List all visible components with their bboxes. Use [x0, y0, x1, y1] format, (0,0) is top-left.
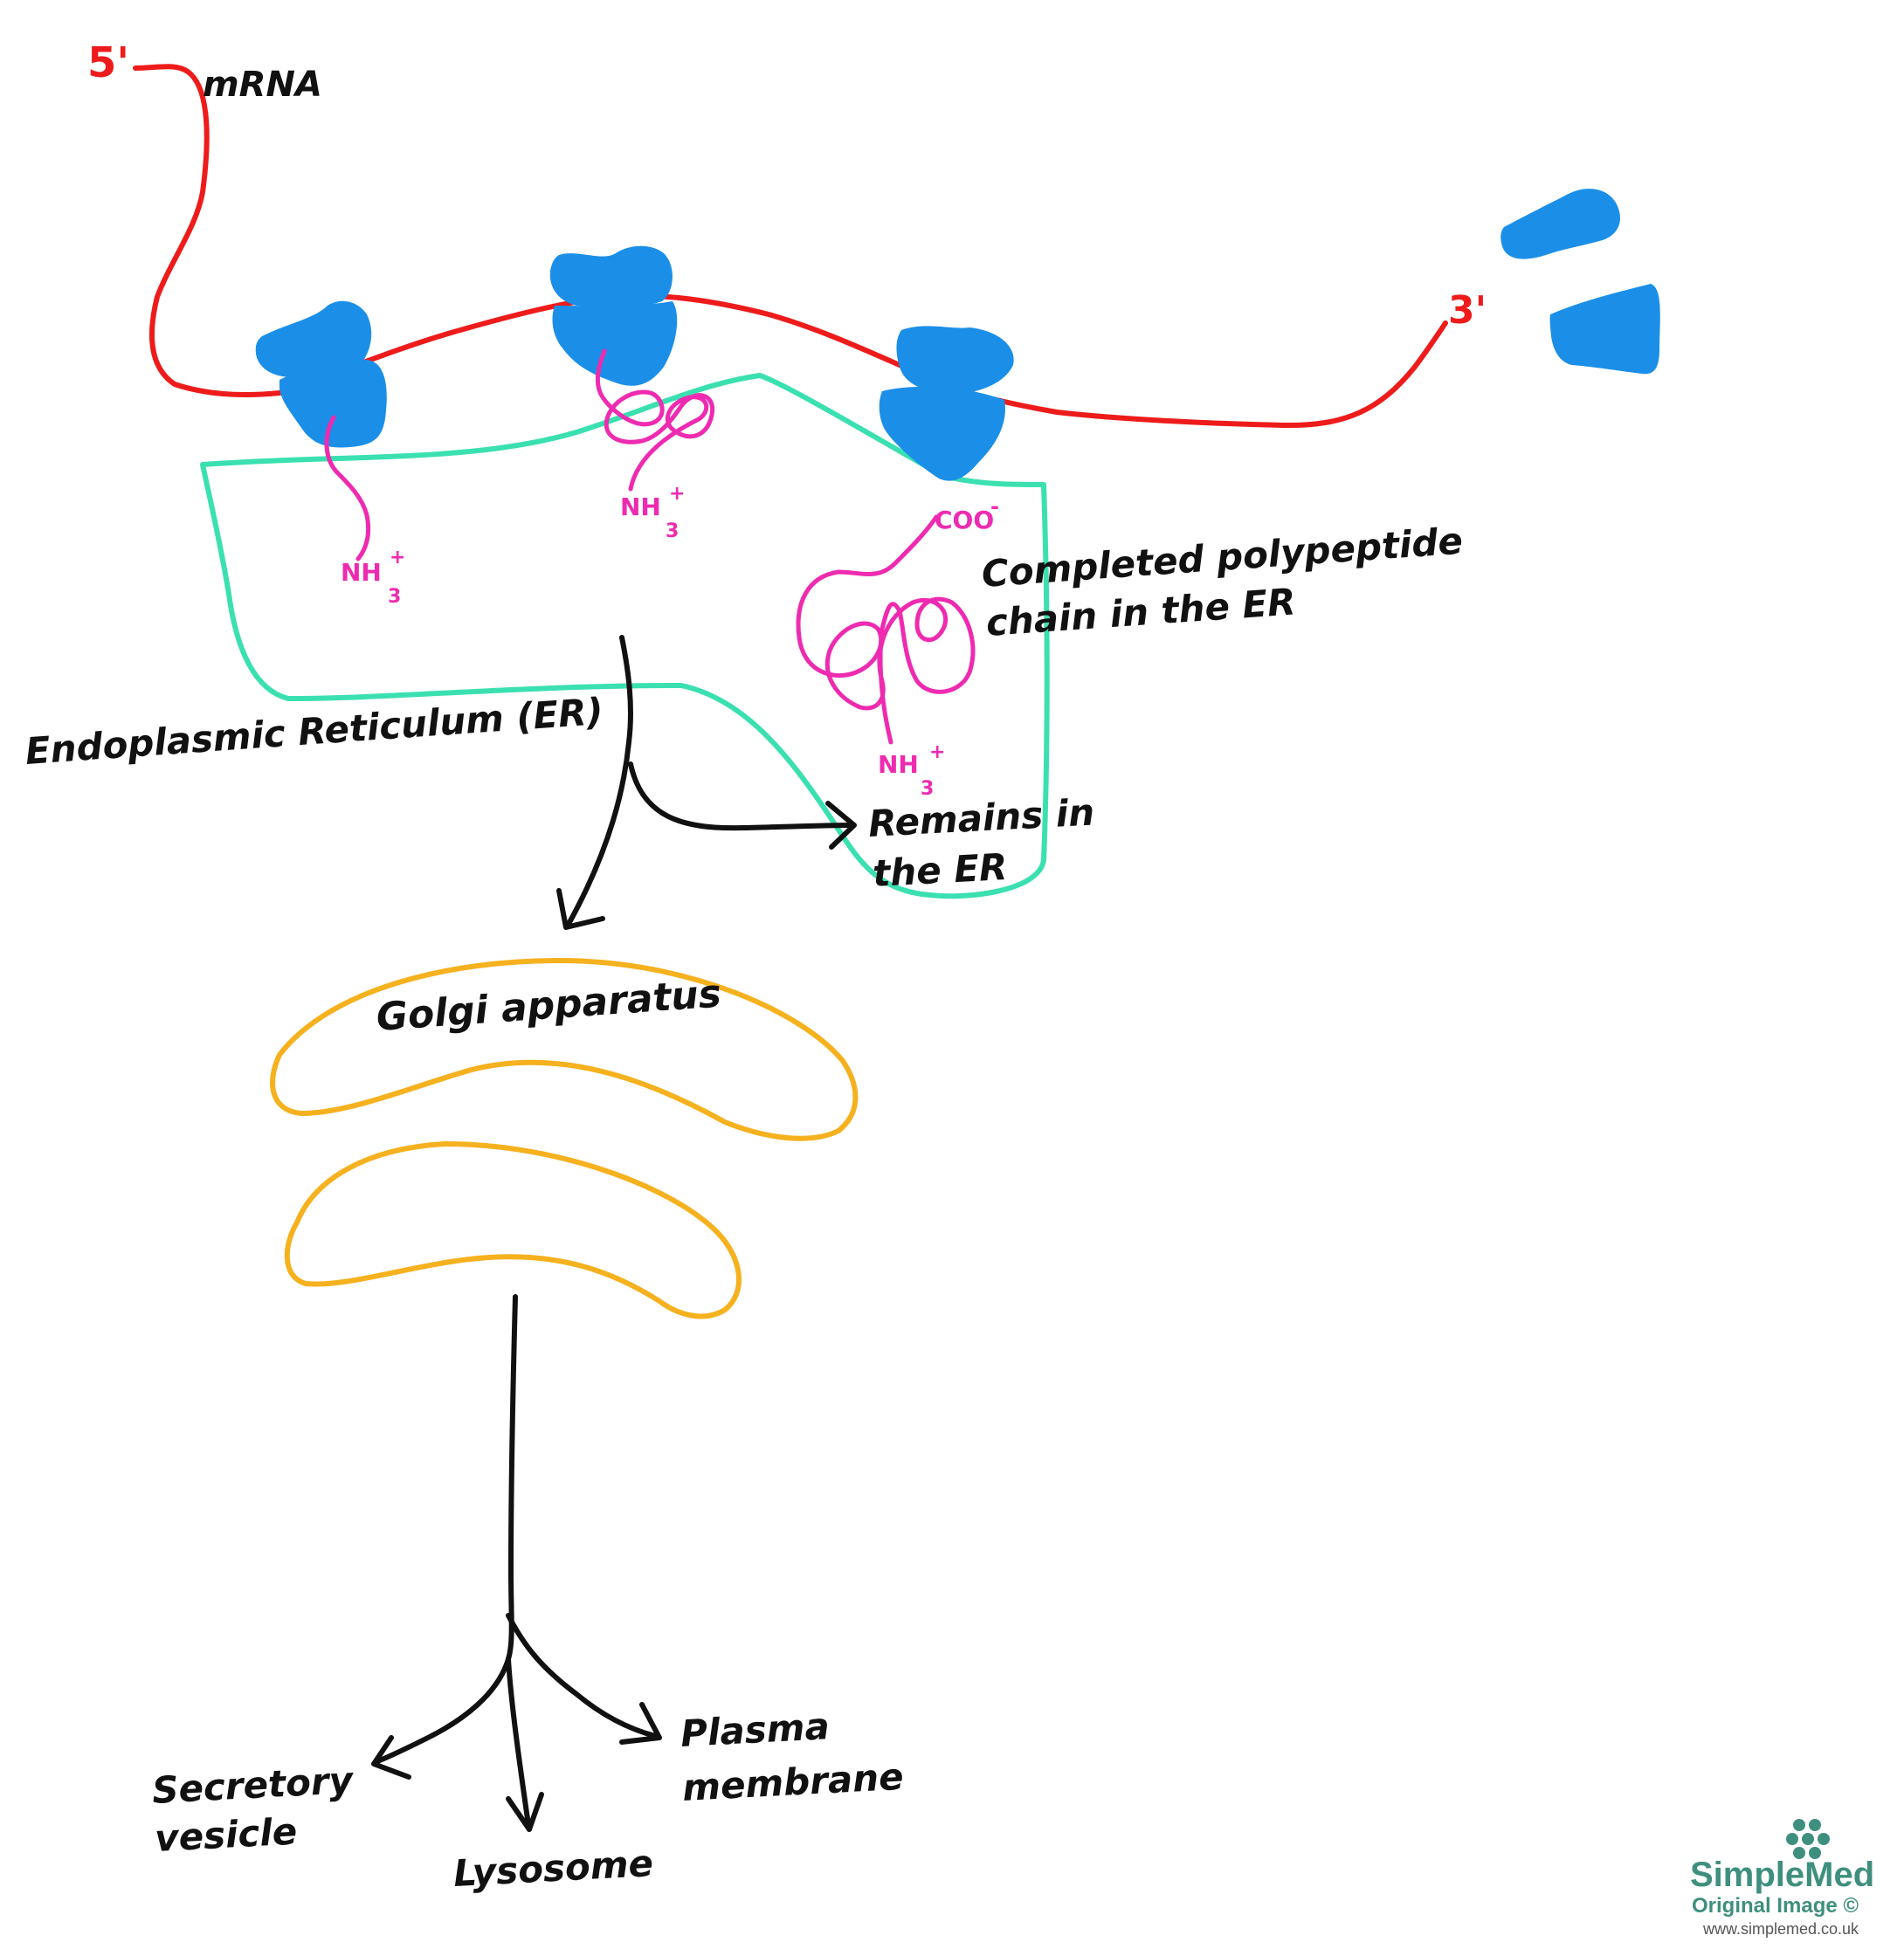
polypeptide-chain-1: [324, 415, 371, 561]
er-exit-arrow-stem: [565, 635, 633, 928]
svg-text:NH: NH: [878, 750, 919, 779]
nh3-label-2: NH + 3: [620, 483, 685, 542]
secretory-vesicle-label-line2: vesicle: [154, 1810, 298, 1860]
simplemed-logo-icon: [1786, 1819, 1830, 1859]
ribosome-1-small-subunit: [255, 300, 372, 377]
arrowhead-plasma-membrane: [619, 1702, 662, 1745]
mrna-label: mRNA: [203, 65, 322, 105]
polypeptide-chain-2: [595, 348, 715, 492]
arrow-to-secretory-vesicle: [373, 1656, 511, 1765]
nh3-label-1: NH + 3: [341, 547, 405, 608]
ribosome-3: [879, 326, 1014, 481]
remains-in-er-arrow: [628, 761, 854, 831]
ribosome-2-large-subunit: [552, 301, 678, 386]
svg-text:3: 3: [921, 778, 934, 800]
remains-in-er-label-line2: the ER: [872, 845, 1008, 895]
arrow-to-plasma-membrane: [506, 1613, 658, 1739]
mrna-three-prime-label: 3': [1448, 288, 1487, 333]
svg-text:+: +: [669, 483, 685, 505]
golgi-cisterna-upper: [270, 958, 859, 1141]
ribosome-1: [255, 300, 387, 448]
polypeptide-chain-3: [796, 514, 976, 745]
ribosome-2-small-subunit: [549, 245, 673, 308]
watermark-url: www.simplemed.co.uk: [1702, 1920, 1859, 1938]
free-ribosome-small-subunit: [1500, 189, 1620, 259]
ribosome-2: [549, 245, 678, 386]
remains-in-er-label-line1: Remains in: [867, 790, 1095, 844]
golgi-cisterna-lower: [284, 1141, 742, 1319]
svg-text:-: -: [990, 494, 999, 519]
secretory-vesicle-label-line1: Secretory: [151, 1759, 355, 1812]
lysosome-label: Lysosome: [452, 1842, 654, 1895]
mrna-five-prime-label: 5': [87, 38, 129, 87]
svg-text:NH: NH: [620, 492, 661, 521]
coo-label: COO -: [935, 494, 999, 534]
svg-text:+: +: [929, 741, 945, 763]
plasma-membrane-label-line1: Plasma: [680, 1705, 831, 1755]
svg-text:3: 3: [666, 520, 679, 542]
completed-chain-label-line1: Completed polypeptide: [980, 520, 1464, 596]
watermark-brand: SimpleMed: [1690, 1856, 1874, 1894]
svg-text:+: +: [390, 547, 405, 568]
remains-in-er-arrowhead: [825, 801, 857, 850]
er-label: Endoplasmic Reticulum (ER): [24, 690, 604, 773]
ribosome-1-large-subunit: [279, 360, 387, 448]
golgi-label: Golgi apparatus: [375, 971, 722, 1039]
ribosome-3-large-subunit: [879, 386, 1005, 481]
er-to-golgi-arrowhead: [556, 888, 605, 930]
arrowhead-secretory-vesicle: [371, 1735, 411, 1780]
arrow-to-lysosome: [506, 1656, 531, 1828]
nh3-label-3: NH + 3: [878, 741, 945, 800]
er-outline: [200, 373, 1050, 899]
ribosome-3-small-subunit: [896, 326, 1014, 395]
svg-text:3: 3: [388, 586, 401, 608]
svg-text:COO: COO: [935, 506, 994, 534]
simplemed-watermark: SimpleMed Original Image © www.simplemed…: [1690, 1819, 1874, 1938]
watermark-original-image: Original Image ©: [1692, 1894, 1859, 1918]
free-ribosome-large-subunit: [1549, 284, 1660, 375]
plasma-membrane-label-line2: membrane: [681, 1755, 905, 1809]
golgi-exit-arrow-stem: [506, 1294, 518, 1662]
arrowhead-lysosome: [506, 1792, 544, 1832]
svg-text:NH: NH: [341, 558, 382, 587]
